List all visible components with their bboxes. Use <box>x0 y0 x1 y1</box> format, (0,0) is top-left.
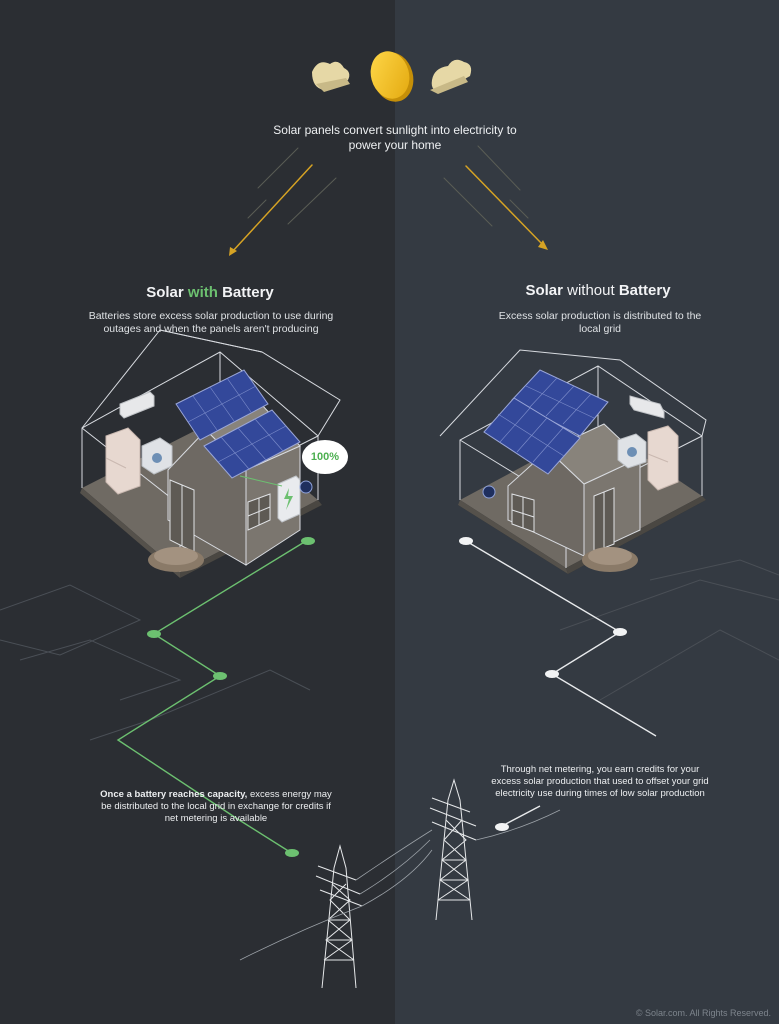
sunlight-rays <box>229 145 548 256</box>
cloud-icon-left <box>312 61 350 92</box>
solar-panels-right <box>483 369 609 475</box>
path-nodes-left <box>147 537 315 857</box>
heading-without-battery: Solar without Battery <box>498 282 698 299</box>
heading-accent: with <box>187 284 218 301</box>
house-with-battery <box>80 329 341 578</box>
note-without-battery: Through net metering, you earn credits f… <box>491 764 709 799</box>
heading-post: Battery <box>618 282 671 299</box>
transmission-tower-left <box>315 844 363 989</box>
battery-grid-path <box>116 540 307 853</box>
copyright: © Solar.com. All Rights Reserved. <box>635 1008 771 1018</box>
power-lines <box>239 809 561 961</box>
intro-text: Solar panels convert sunlight into elect… <box>273 123 517 152</box>
note-with-battery: Once a battery reaches capacity, excess … <box>100 789 332 825</box>
subtitle-without-battery: Excess solar production is distributed t… <box>498 310 702 335</box>
battery-level-badge: 100% <box>302 440 348 474</box>
heading-pre: Solar <box>146 284 188 301</box>
path-nodes-right <box>459 537 627 831</box>
sun-icon <box>370 51 414 102</box>
heading-post: Battery <box>217 284 274 301</box>
note-rest: excess energy may be distributed to the … <box>101 789 332 824</box>
house-without-battery <box>439 349 707 574</box>
background-lines <box>0 559 779 741</box>
heading-pre: Solar <box>525 282 563 299</box>
solar-panels-left <box>175 369 301 479</box>
heading-mid: without <box>562 282 619 299</box>
cloud-icon-right <box>430 59 472 94</box>
subtitle-with-battery: Batteries store excess solar production … <box>88 310 334 335</box>
transmission-tower-right <box>429 778 477 921</box>
grid-path <box>465 540 657 827</box>
heading-with-battery: Solar with Battery <box>110 284 310 301</box>
battery-icon <box>277 475 301 523</box>
note-bold: Once a battery reaches capacity, <box>100 789 248 800</box>
